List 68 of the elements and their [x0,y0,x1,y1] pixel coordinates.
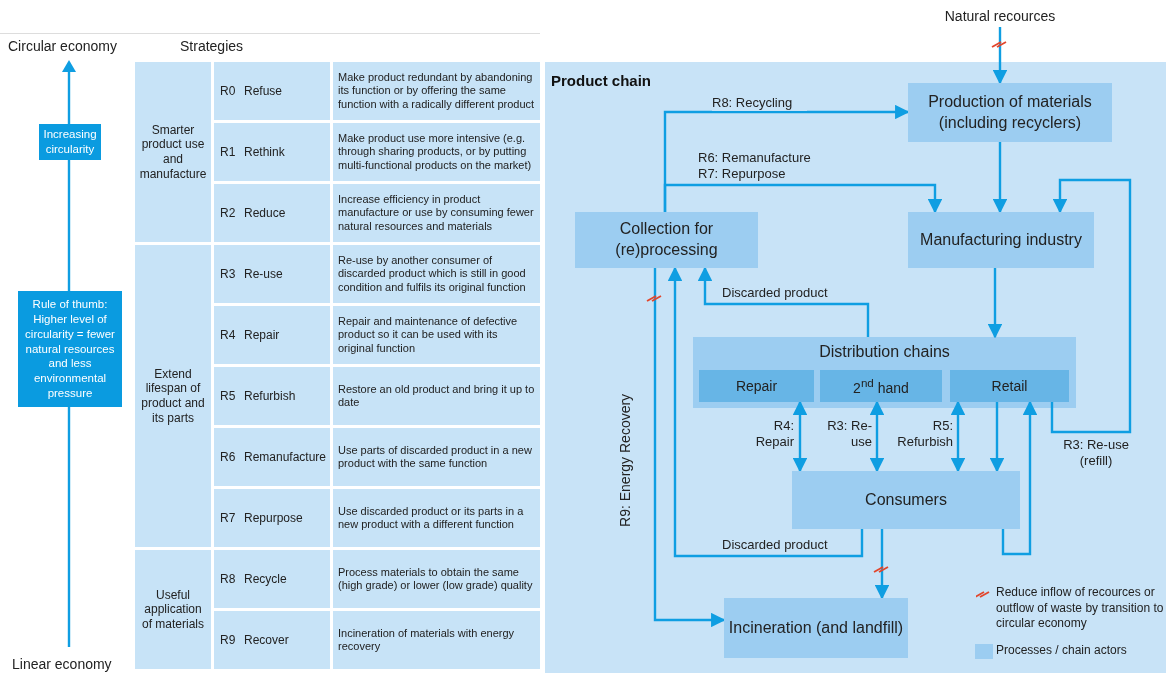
note-box: Increasing circularity [39,124,101,160]
edge-label: R8: Recycling [712,95,807,111]
process-box: Retail [950,370,1069,402]
axis-label: Circular economy [8,38,117,54]
strategy-name: Recover [244,632,289,648]
input-label: Natural recources [925,5,1075,27]
strategy-name: Remanufacture [244,449,327,465]
arrow [989,402,1005,473]
process-box: Consumers [792,471,1020,529]
table-cell: Process materials to obtain the same (high grade) or lower (low grade) quality [333,550,540,608]
table-cell: Make product redundant by abandoning its function or by offering the same function with a radically different product [333,62,540,120]
process-box: Repair [699,370,814,402]
arrow [869,400,885,473]
strategy-code: R7 [220,510,236,526]
strategy-code: R8 [220,571,236,587]
strategy-code: R5 [220,388,236,404]
arrow [653,268,726,628]
table-cell: Restore an old product and bring it up to date [333,367,540,425]
process-box: Manufacturing industry [908,212,1094,268]
process-box: Incineration (and landfill) [724,598,908,658]
panel-title: Product chain [551,72,651,89]
arrow [874,529,890,600]
strategy-name: Rethink [244,144,285,160]
table-cell: Make product use more intensive (e.g. through sharing products, or by putting multi-functional products on the market) [333,123,540,181]
table-cell: Smarter product use and manufacture [135,62,211,242]
strategy-code: R3 [220,266,236,282]
strategy-name: Refurbish [244,388,296,404]
group-box [693,337,1076,408]
process-box: Collection for (re)processing [575,212,758,268]
legend-label: Processes / chain actors [996,643,1128,659]
strategy-name: Repurpose [244,510,303,526]
strategy-name: Repair [244,327,280,343]
table-cell: Incineration of materials with energy recovery [333,611,540,669]
table-cell: Increase efficiency in product manufacture or use by consuming fewer natural resources and materials [333,184,540,242]
strategy-name: Refuse [244,83,283,99]
arrow [992,142,1008,214]
table-cell: Use parts of discarded product in a new product with the same function [333,428,540,486]
strategy-name: Recycle [244,571,287,587]
note-box: Rule of thumb: Higher level of circularity = fewer natural resources and less environmental pressure [18,291,122,407]
table-cell: Re-use by another consumer of discarded product which is still in good condition and fulfils its original function [333,245,540,303]
arrow [987,268,1003,339]
arrow [1001,400,1038,556]
table-cell: Extend lifespan of product and its parts [135,245,211,547]
table-cell: Useful application of materials [135,550,211,669]
arrow [992,27,1008,85]
process-box: 2$^{nd}$ hand [820,370,942,402]
axis-label: Linear economy [12,656,112,672]
arrow [697,266,870,337]
arrow [1050,178,1132,434]
strategy-code: R4 [220,327,236,343]
arrow [950,400,966,473]
group-title: Distribution chains [818,343,951,361]
table-cell: Repair and maintenance of defective product so it can be used with its original function [333,306,540,364]
table-cell: Use discarded product or its parts in a new product with a different function [333,489,540,547]
strategy-code: R0 [220,83,236,99]
strategy-code: R9 [220,632,236,648]
arrow [663,183,943,214]
strategy-name: Re-use [244,266,283,282]
arrow [667,266,864,558]
strategy-code: R2 [220,205,236,221]
process-box: Production of materials (including recyclers) [908,83,1112,142]
strategy-code: R6 [220,449,236,465]
column-heading: Strategies [180,38,244,54]
arrow [792,400,808,473]
panel [545,62,1166,673]
legend-label: Reduce inflow of recources or outflow of waste by transition to circular economy [996,585,1164,632]
strategy-code: R1 [220,144,236,160]
strategy-name: Reduce [244,205,286,221]
